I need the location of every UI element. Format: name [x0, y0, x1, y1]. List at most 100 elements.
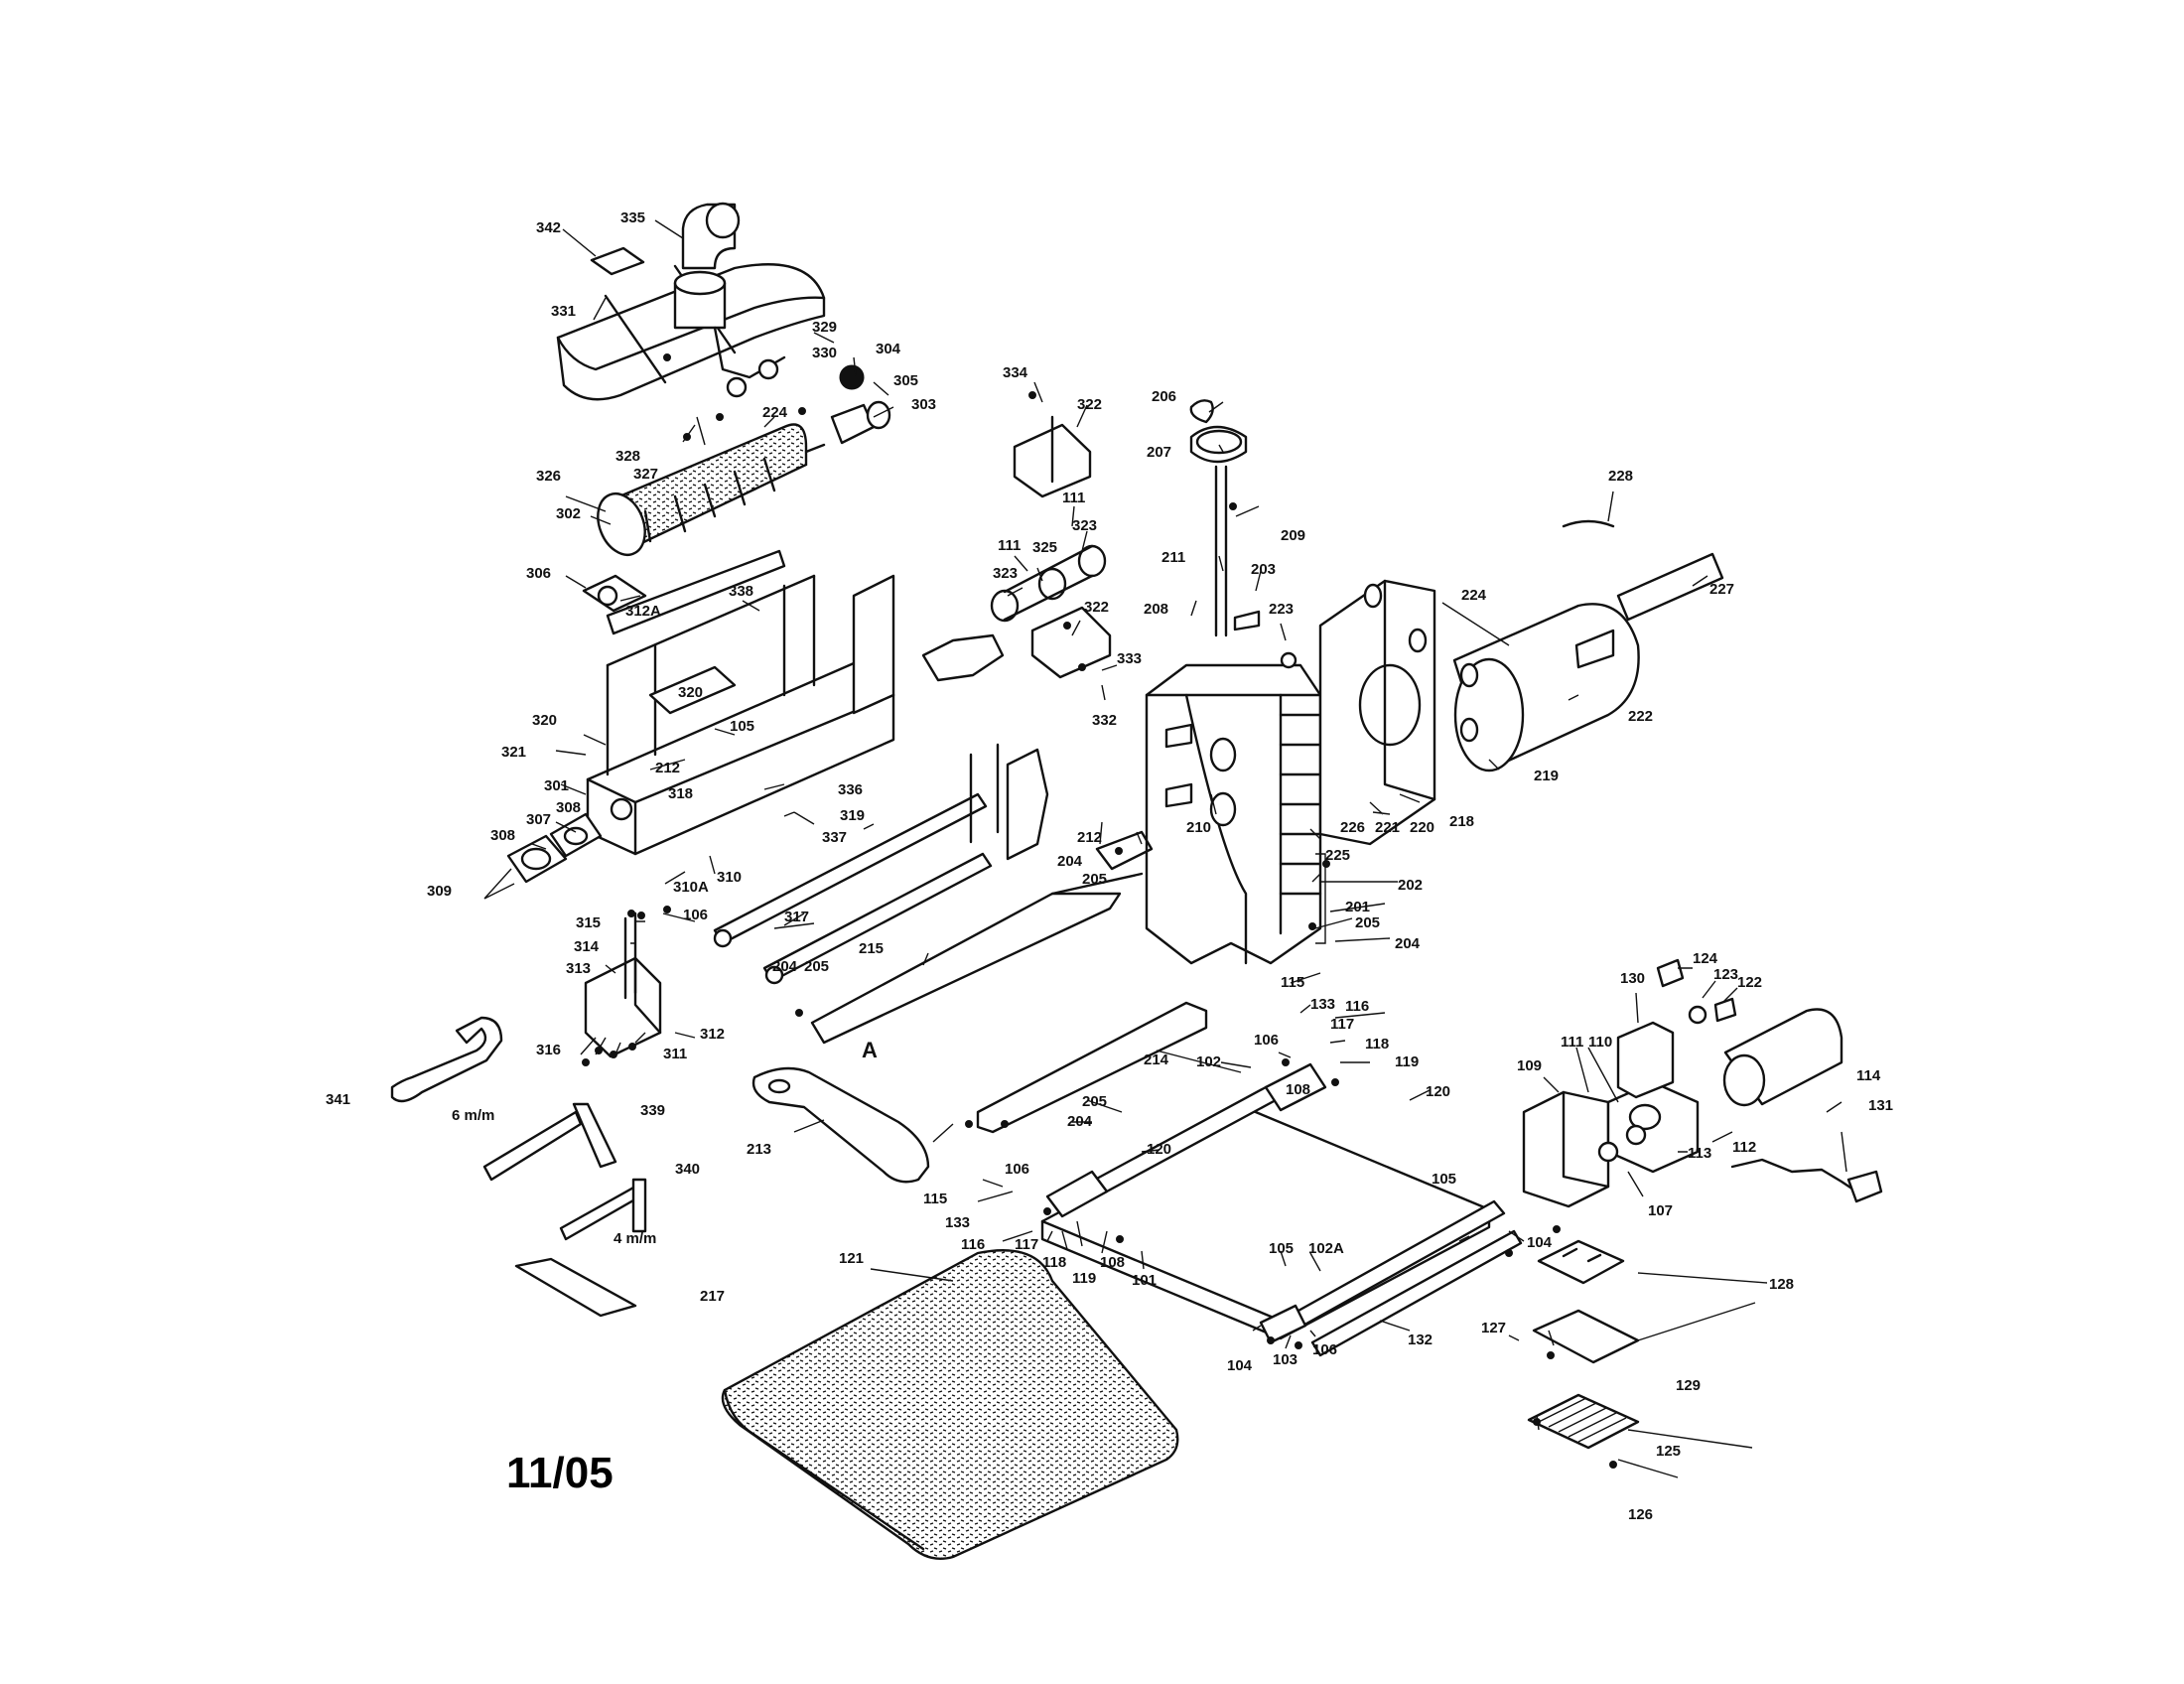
motor-222 [1452, 519, 1724, 772]
callout-206: 206 [1152, 388, 1176, 405]
side-rail-215 [810, 872, 1144, 1045]
fasteners [582, 353, 1617, 1469]
callout-116b: 116 [961, 1236, 985, 1253]
roller-bracket-right [969, 743, 1049, 861]
callout-106b: 106 [1254, 1032, 1279, 1049]
callout-120a: 120 [1426, 1083, 1450, 1100]
callout-103: 103 [1273, 1351, 1297, 1368]
callout-106c: 106 [1005, 1161, 1029, 1178]
callout-304: 304 [876, 341, 901, 357]
wrench-size-4mm: 4 m/m [614, 1230, 656, 1247]
callout-205a: 205 [1082, 871, 1107, 888]
callout-319: 319 [840, 807, 865, 824]
callout-124: 124 [1693, 950, 1718, 967]
callout-129: 129 [1676, 1377, 1701, 1394]
callout-105b: 105 [1432, 1171, 1456, 1188]
roller-bracket-311 [584, 912, 662, 1058]
callout-119a: 119 [1395, 1053, 1419, 1070]
callout-210: 210 [1186, 819, 1211, 836]
hex-key-340 [559, 1178, 647, 1241]
callout-217: 217 [700, 1288, 725, 1305]
callout-204a: 204 [1057, 853, 1083, 870]
callout-213: 213 [747, 1141, 771, 1158]
callout-302: 302 [556, 505, 581, 522]
callout-315: 315 [576, 914, 601, 931]
callout-312a: 312A [625, 603, 661, 620]
callout-323a: 323 [1072, 517, 1097, 534]
callout-115a: 115 [1281, 974, 1304, 991]
callout-111c: 111 [1561, 1034, 1583, 1051]
callout-131: 131 [1868, 1097, 1893, 1114]
base-foot-213 [751, 1066, 930, 1184]
callout-116a: 116 [1345, 998, 1369, 1015]
leader-lines [483, 219, 1847, 1478]
switch-box-assembly [1522, 958, 1883, 1208]
callout-120b: 120 [1147, 1141, 1171, 1158]
callout-332: 332 [1092, 712, 1117, 729]
elevation-handwheel [1189, 399, 1248, 637]
callout-214: 214 [1144, 1052, 1169, 1068]
motor-mount-plate-218 [1318, 579, 1436, 846]
callout-331: 331 [551, 303, 576, 320]
callout-320a: 320 [678, 684, 703, 701]
callout-127: 127 [1481, 1320, 1506, 1336]
callout-227: 227 [1709, 581, 1734, 598]
callout-322b: 322 [1084, 599, 1109, 616]
callout-223: 223 [1269, 601, 1294, 618]
callout-335: 335 [620, 210, 645, 226]
callout-203: 203 [1251, 561, 1276, 578]
callout-204b: 204 [1395, 935, 1421, 952]
callout-337: 337 [822, 829, 847, 846]
dust-hood-assembly [556, 202, 826, 401]
column-housing-208 [1095, 663, 1326, 965]
callout-115b: 115 [923, 1191, 947, 1207]
callout-107: 107 [1648, 1202, 1673, 1219]
callout-342: 342 [536, 219, 561, 236]
callout-133b: 133 [945, 1214, 970, 1231]
callout-316: 316 [536, 1042, 561, 1058]
wrench-size-6mm: 6 m/m [452, 1107, 494, 1124]
callout-113: 113 [1688, 1145, 1711, 1162]
callout-308b: 308 [490, 827, 515, 844]
callout-301: 301 [544, 777, 569, 794]
callout-208: 208 [1144, 601, 1168, 618]
callout-226: 226 [1340, 819, 1365, 836]
callout-306: 306 [526, 565, 551, 582]
callout-317: 317 [784, 909, 809, 925]
callout-212a: 212 [655, 760, 680, 776]
callout-212b: 212 [1077, 829, 1102, 846]
callout-202: 202 [1398, 877, 1423, 894]
callout-209: 209 [1281, 527, 1305, 544]
callout-320b: 320 [532, 712, 557, 729]
callout-215: 215 [859, 940, 884, 957]
callout-130: 130 [1620, 970, 1645, 987]
table-extension-121 [721, 1249, 1179, 1561]
callout-338: 338 [729, 583, 753, 600]
callout-204d: 204 [1067, 1113, 1093, 1130]
crank-shaft-group [921, 415, 1112, 682]
callout-334: 334 [1003, 364, 1028, 381]
callout-118b: 118 [1042, 1254, 1066, 1271]
callout-341: 341 [326, 1091, 350, 1108]
callout-307: 307 [526, 811, 551, 828]
callout-labels: 342 335 331 329 330 304 305 303 224 328 … [326, 210, 1893, 1523]
callout-109: 109 [1517, 1057, 1542, 1074]
motor-spacers [1233, 583, 1479, 743]
callout-326: 326 [536, 468, 561, 485]
callout-105a: 105 [730, 718, 754, 735]
callout-327: 327 [633, 466, 658, 483]
callout-333a: 333 [1117, 650, 1142, 667]
callout-207: 207 [1147, 444, 1171, 461]
callout-108a: 108 [1286, 1081, 1310, 1098]
callout-132: 132 [1408, 1332, 1433, 1348]
callout-123: 123 [1713, 966, 1738, 983]
cutter-head-326 [582, 423, 826, 613]
callout-330: 330 [812, 345, 837, 361]
callout-121: 121 [839, 1250, 864, 1267]
callout-111a: 111 [1062, 490, 1085, 506]
drive-pulley-group [830, 364, 891, 445]
callout-224b: 224 [1461, 587, 1487, 604]
callout-122: 122 [1737, 974, 1762, 991]
callout-104a: 104 [1227, 1357, 1253, 1374]
